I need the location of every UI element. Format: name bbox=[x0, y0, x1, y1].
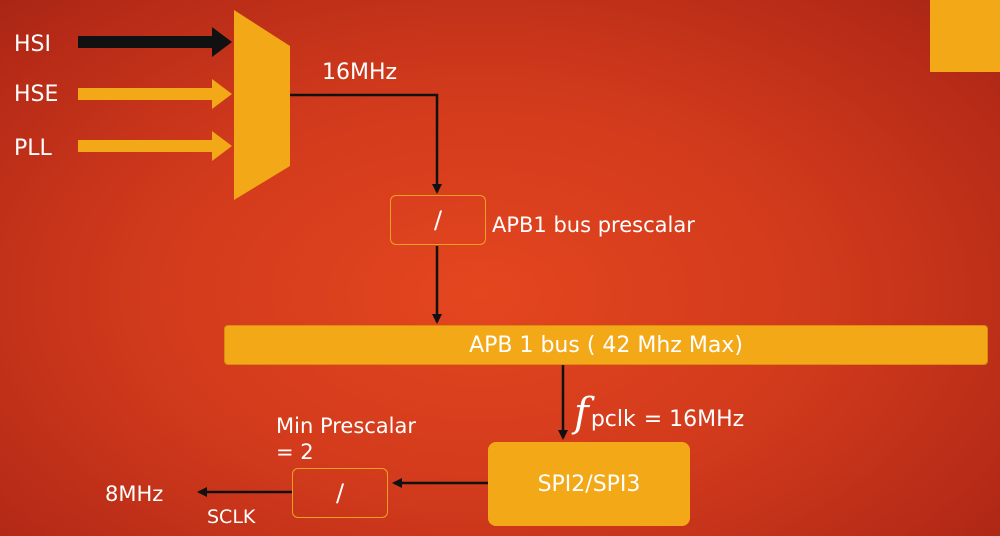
spi-prescaler-symbol: / bbox=[335, 479, 345, 507]
clock-mux bbox=[234, 10, 290, 200]
pll-arrow bbox=[78, 131, 232, 161]
corner-accent-box bbox=[930, 0, 1000, 72]
sclk-label: SCLK bbox=[207, 506, 256, 528]
apb1-bus-bar: APB 1 bus ( 42 Mhz Max) bbox=[224, 325, 988, 365]
hsi-arrow bbox=[78, 27, 232, 57]
spi-label: SPI2/SPI3 bbox=[537, 471, 641, 497]
sclk-frequency: 8MHz bbox=[105, 482, 164, 506]
mux-output-wire bbox=[290, 93, 442, 194]
spi-prescaler-box: / bbox=[292, 468, 388, 518]
apb1-prescaler-label: APB1 bus prescalar bbox=[492, 213, 695, 237]
apb1-bus-label: APB 1 bus ( 42 Mhz Max) bbox=[469, 332, 743, 358]
pclk-subscript: pclk bbox=[590, 407, 636, 432]
apb1-prescaler-symbol: / bbox=[433, 206, 443, 234]
min-prescaler-line2: = 2 bbox=[276, 440, 314, 464]
pclk-f-symbol: f bbox=[574, 390, 589, 436]
source-label-hsi: HSI bbox=[14, 32, 51, 57]
mux-output-frequency: 16MHz bbox=[322, 60, 398, 85]
pclk-frequency: f pclk = 16MHz bbox=[574, 393, 744, 433]
pclk-value: = 16MHz bbox=[643, 407, 745, 432]
hse-arrow bbox=[78, 79, 232, 109]
spi-block: SPI2/SPI3 bbox=[488, 442, 690, 526]
min-prescaler-line1: Min Prescalar bbox=[276, 414, 417, 438]
apb1-prescaler-box: / bbox=[390, 195, 486, 245]
source-label-hse: HSE bbox=[14, 82, 59, 107]
source-label-pll: PLL bbox=[14, 136, 52, 161]
